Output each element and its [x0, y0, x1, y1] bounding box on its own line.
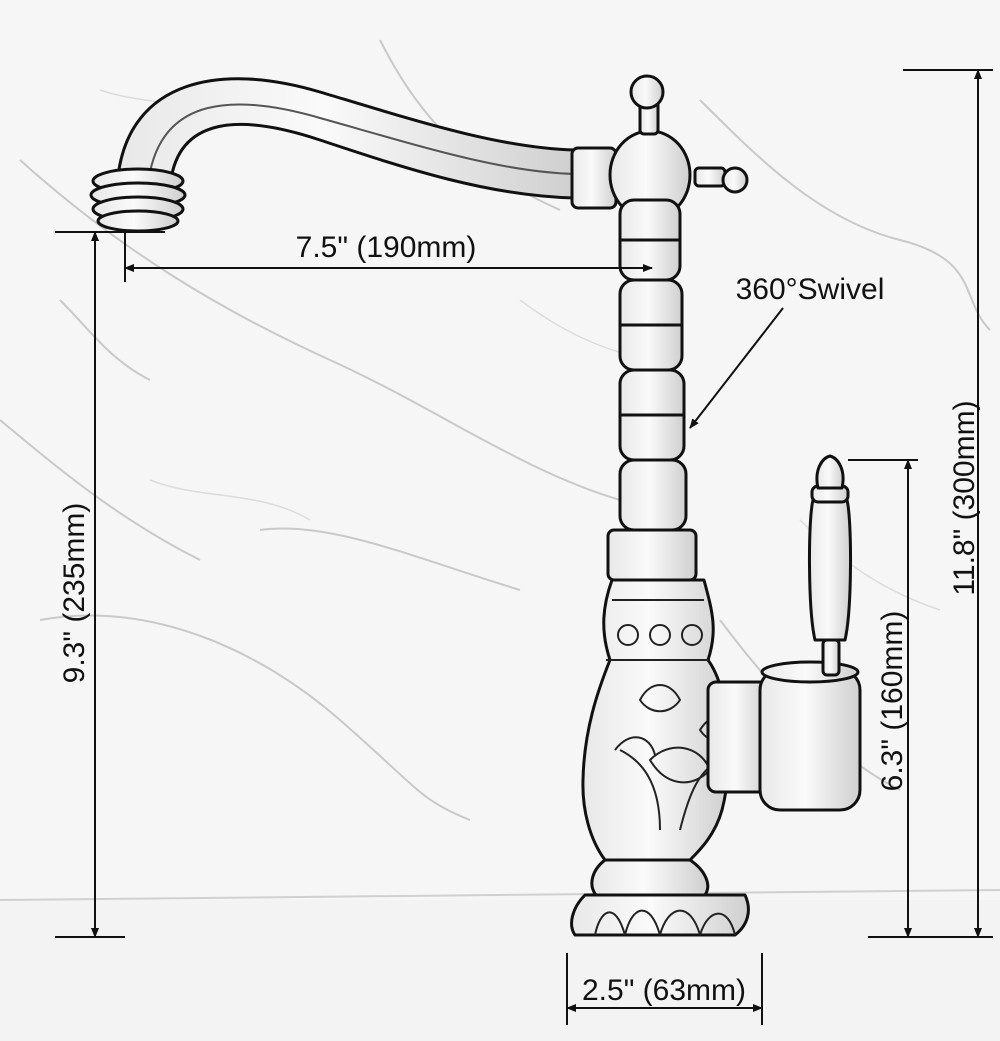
base-diameter-label: 2.5" (63mm) [582, 974, 746, 1007]
handle-lever [807, 454, 853, 677]
dimension-lines [55, 69, 993, 1025]
swivel-label: 360°Swivel [736, 273, 885, 306]
spout-reach-label: 7.5" (190mm) [296, 231, 477, 264]
body-collar [606, 528, 698, 582]
handle-hub [758, 668, 862, 812]
dimension-labels: 7.5" (190mm) 360°Swivel 11.8" (300mm) 9.… [58, 231, 981, 1007]
aerator [89, 167, 187, 233]
handle-height-label: 6.3" (160mm) [876, 611, 909, 792]
faucet-illustration [89, 74, 862, 937]
top-cap [570, 74, 749, 221]
total-height-label: 11.8" (300mm) [948, 400, 981, 595]
spout-height-label: 9.3" (235mm) [58, 503, 91, 684]
swivel-column [618, 198, 688, 532]
base-foot [590, 858, 710, 897]
